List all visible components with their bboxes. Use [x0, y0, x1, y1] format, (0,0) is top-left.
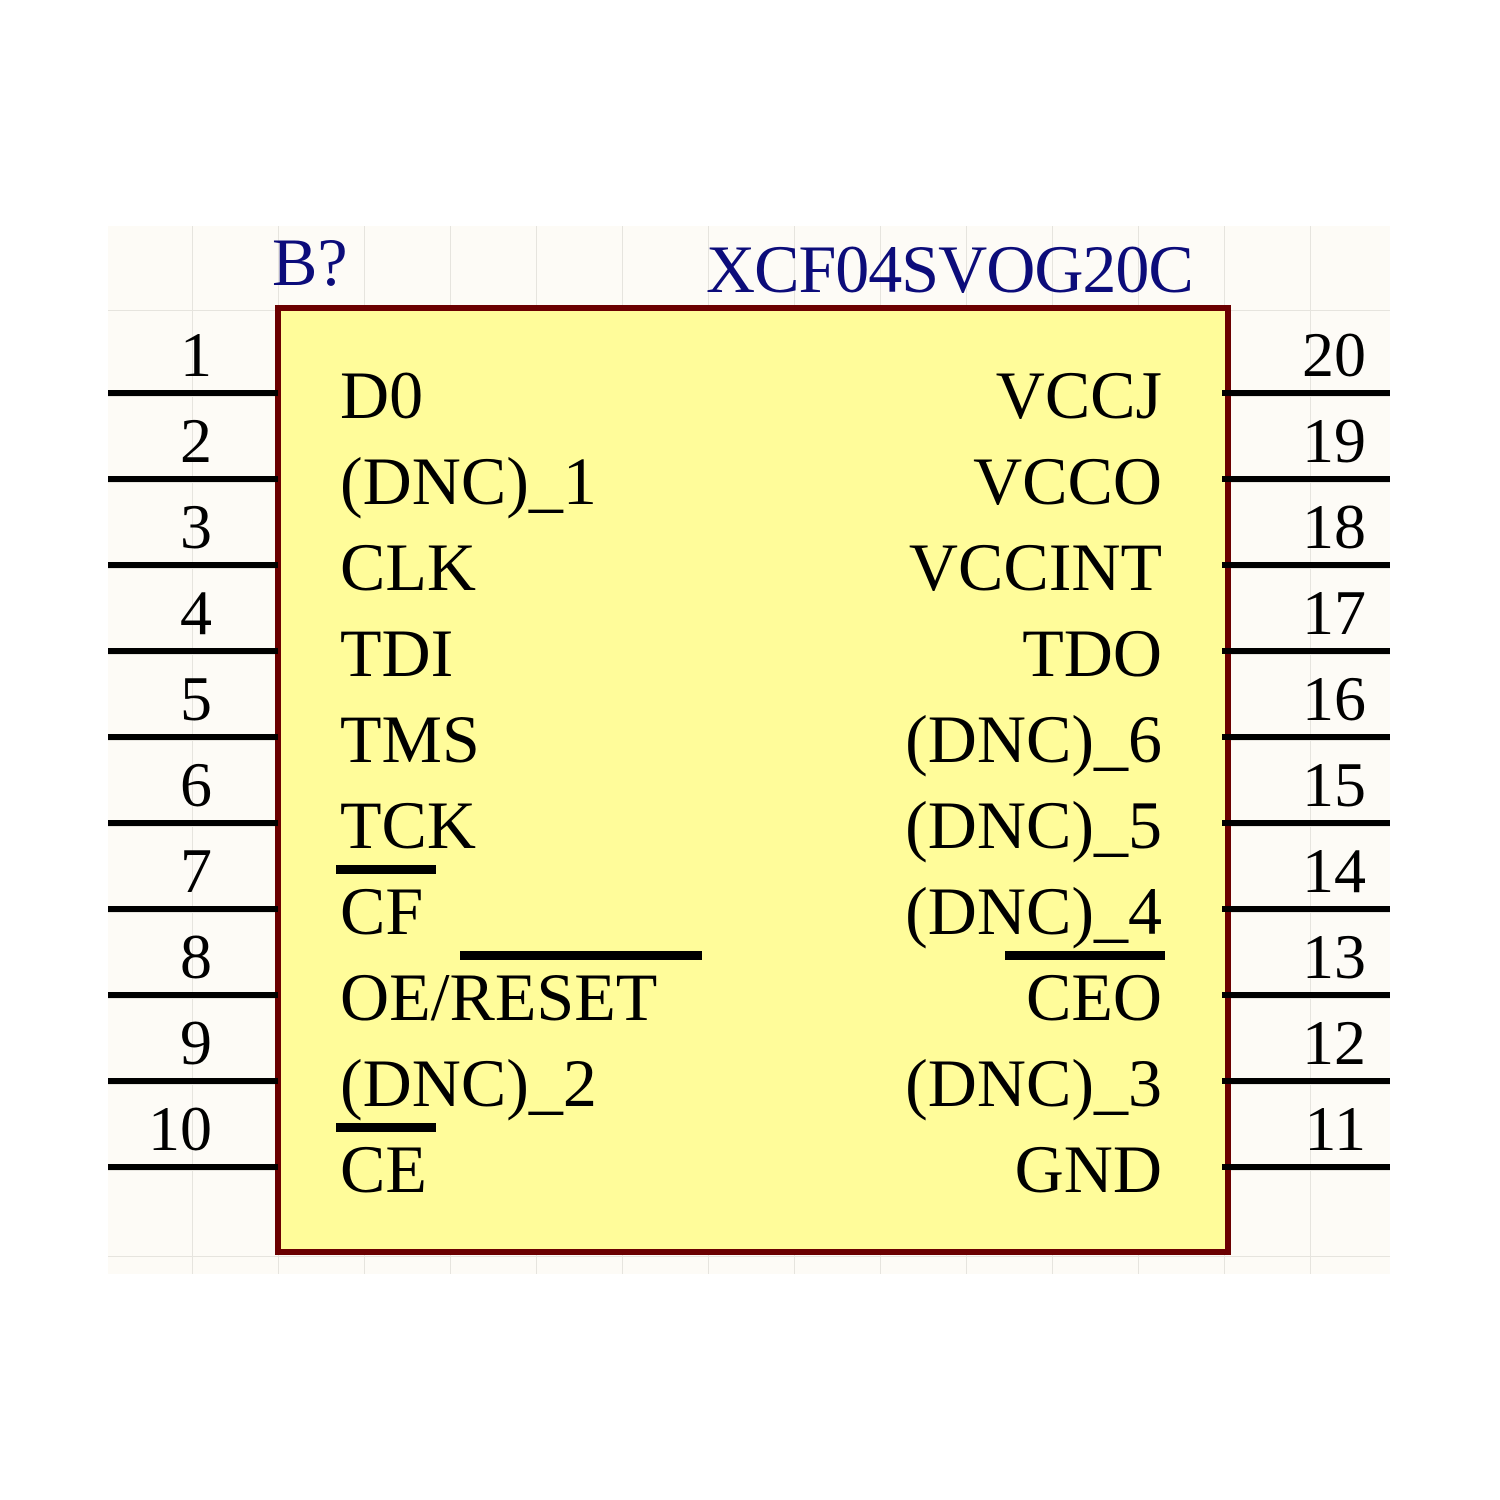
pin-10-line[interactable] — [108, 1164, 278, 1170]
pin-15-number: 15 — [1302, 749, 1366, 820]
pin-3-name: CLK — [340, 529, 476, 605]
pin-16-name: (DNC)_6 — [905, 701, 1162, 777]
pin-9-name: (DNC)_2 — [340, 1045, 597, 1121]
pin-11-line[interactable] — [1222, 1164, 1390, 1170]
pin-3-number: 3 — [180, 491, 212, 562]
pin-7-number: 7 — [180, 835, 212, 906]
pin-9-number: 9 — [180, 1007, 212, 1078]
pin-3-line[interactable] — [108, 562, 278, 568]
pin-1-line[interactable] — [108, 390, 278, 396]
pin-10-number: 10 — [148, 1093, 212, 1164]
pin-8-number: 8 — [180, 921, 212, 992]
pin-14-number: 14 — [1302, 835, 1366, 906]
pin-16-number: 16 — [1302, 663, 1366, 734]
pin-12-line[interactable] — [1222, 1078, 1390, 1084]
pin-6-line[interactable] — [108, 820, 278, 826]
pin-10-name: CE — [340, 1131, 427, 1207]
pin-4-line[interactable] — [108, 648, 278, 654]
pin-8-line[interactable] — [108, 992, 278, 998]
pin-7-inversion-bar — [336, 865, 436, 874]
pin-11-name: GND — [1014, 1131, 1162, 1207]
pin-13-number: 13 — [1302, 921, 1366, 992]
pin-12-name: (DNC)_3 — [905, 1045, 1162, 1121]
pin-19-line[interactable] — [1222, 476, 1390, 482]
pin-6-name: TCK — [340, 787, 476, 863]
pin-19-name: VCCO — [973, 443, 1162, 519]
pin-14-name: (DNC)_4 — [905, 873, 1162, 949]
pin-16-line[interactable] — [1222, 734, 1390, 740]
pin-6-number: 6 — [180, 749, 212, 820]
pin-5-number: 5 — [180, 663, 212, 734]
pin-17-name: TDO — [1022, 615, 1162, 691]
pin-15-line[interactable] — [1222, 820, 1390, 826]
pin-14-line[interactable] — [1222, 906, 1390, 912]
component-body[interactable] — [275, 305, 1231, 1255]
component-part-number[interactable]: XCF04SVOG20C — [706, 231, 1194, 307]
pin-20-number: 20 — [1302, 319, 1366, 390]
pin-20-name: VCCJ — [995, 357, 1162, 433]
pin-2-name: (DNC)_1 — [340, 443, 597, 519]
pin-7-name: CF — [340, 873, 424, 949]
pin-8-inversion-bar — [460, 951, 702, 960]
pin-13-line[interactable] — [1222, 992, 1390, 998]
pin-5-line[interactable] — [108, 734, 278, 740]
pin-11-number: 11 — [1304, 1093, 1366, 1164]
pin-19-number: 19 — [1302, 405, 1366, 476]
pin-7-line[interactable] — [108, 906, 278, 912]
pin-13-name: CEO — [1026, 959, 1162, 1035]
pin-5-name: TMS — [340, 701, 480, 777]
pin-17-number: 17 — [1302, 577, 1366, 648]
pin-13-inversion-bar — [1005, 951, 1165, 960]
pin-18-line[interactable] — [1222, 562, 1390, 568]
pin-12-number: 12 — [1302, 1007, 1366, 1078]
pin-8-name: OE/RESET — [340, 959, 658, 1035]
component-designator[interactable]: B? — [272, 224, 348, 300]
pin-4-name: TDI — [340, 615, 454, 691]
pin-15-name: (DNC)_5 — [905, 787, 1162, 863]
pin-1-name: D0 — [340, 357, 424, 433]
pin-2-line[interactable] — [108, 476, 278, 482]
pin-18-name: VCCINT — [908, 529, 1162, 605]
pin-10-inversion-bar — [336, 1123, 436, 1132]
pin-1-number: 1 — [180, 319, 212, 390]
pin-9-line[interactable] — [108, 1078, 278, 1084]
pin-2-number: 2 — [180, 405, 212, 476]
pin-17-line[interactable] — [1222, 648, 1390, 654]
pin-20-line[interactable] — [1222, 390, 1390, 396]
pin-4-number: 4 — [180, 577, 212, 648]
pin-18-number: 18 — [1302, 491, 1366, 562]
